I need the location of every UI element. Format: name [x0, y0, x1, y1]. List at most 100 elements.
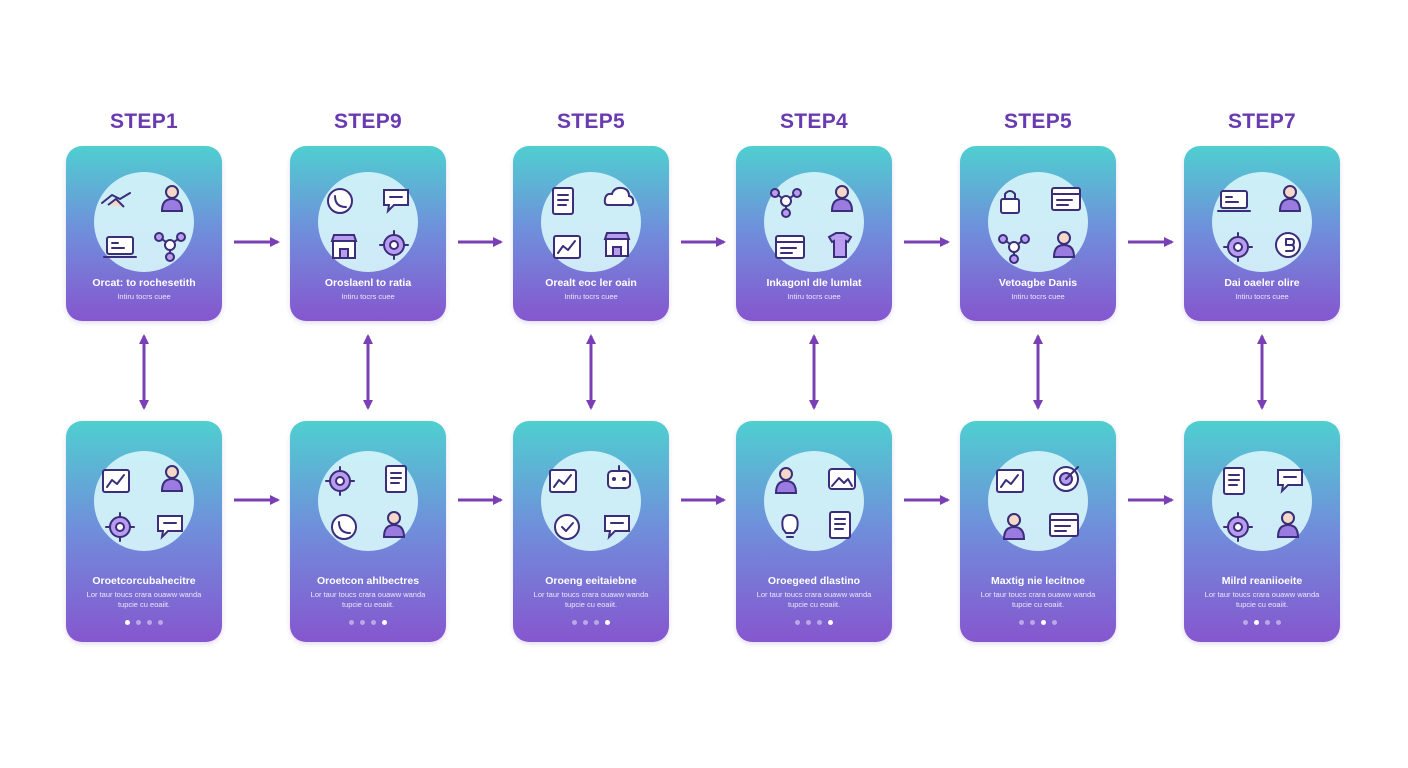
pagination-dot[interactable] — [349, 620, 354, 625]
browser-icon — [775, 235, 805, 259]
pagination-dot[interactable] — [1052, 620, 1057, 625]
image-icon — [828, 468, 856, 490]
pagination-dot[interactable] — [1254, 620, 1259, 625]
person-icon — [774, 467, 798, 494]
pagination-dot[interactable] — [1265, 620, 1270, 625]
pagination-dot[interactable] — [572, 620, 577, 625]
pagination-dots — [290, 620, 446, 625]
card-illustration — [996, 466, 1079, 540]
network-icon — [154, 232, 186, 262]
pagination-dot[interactable] — [382, 620, 387, 625]
chat-icon — [383, 189, 409, 214]
pagination-dots — [736, 620, 892, 625]
pagination-dot[interactable] — [147, 620, 152, 625]
browser-icon — [1049, 513, 1079, 537]
coin-icon — [1275, 232, 1301, 258]
pagination-dots — [513, 620, 669, 625]
pagination-dot[interactable] — [795, 620, 800, 625]
step-label: STEP1 — [109, 110, 179, 133]
browser-icon — [1051, 187, 1081, 211]
card-subtitle: Intiru tocrs cuee — [564, 292, 618, 301]
step-label: STEP9 — [333, 110, 403, 133]
person-icon — [830, 185, 854, 212]
person-icon — [1052, 231, 1076, 258]
network-icon — [770, 188, 802, 218]
pagination-dot[interactable] — [1019, 620, 1024, 625]
pagination-dot[interactable] — [1030, 620, 1035, 625]
pagination-dot[interactable] — [136, 620, 141, 625]
gear-icon — [379, 230, 409, 260]
card-subtitle: Intiru tocrs cuee — [787, 292, 841, 301]
lightbulb-icon — [781, 513, 799, 538]
card-subtitle: Lor taur toucs crara ouaww wanda tupcie … — [980, 590, 1096, 609]
shirt-icon — [827, 232, 853, 258]
check-icon — [554, 514, 580, 540]
card-illustration — [1223, 467, 1303, 542]
card-illustration — [1217, 185, 1302, 262]
card-subtitle: Lor taur toucs crara ouaww wanda tupcie … — [1204, 590, 1320, 609]
pagination-dot[interactable] — [1243, 620, 1248, 625]
gear-icon — [325, 466, 355, 496]
pagination-dot[interactable] — [806, 620, 811, 625]
chart-icon — [996, 469, 1024, 493]
person-icon — [382, 511, 406, 538]
document-icon — [1223, 467, 1245, 495]
pagination-dot[interactable] — [1041, 620, 1046, 625]
gear-icon — [1223, 232, 1253, 262]
card-subtitle: Lor taur toucs crara ouaww wanda tupcie … — [533, 590, 649, 609]
card-illustration — [774, 467, 856, 539]
card-title: Oroegeed dlastino — [767, 575, 861, 587]
step-label: STEP7 — [1227, 110, 1297, 133]
laptop-icon — [103, 236, 137, 258]
chart-icon — [102, 469, 130, 493]
card-subtitle: Intiru tocrs cuee — [117, 292, 171, 301]
pagination-dot[interactable] — [817, 620, 822, 625]
target-icon — [1053, 466, 1079, 492]
card-subtitle: Lor taur toucs crara ouaww wanda tupcie … — [310, 590, 426, 609]
pagination-dot[interactable] — [594, 620, 599, 625]
card-title: Maxtig nie lecitnoe — [991, 575, 1085, 587]
card-title: Oroslaenl to ratia — [324, 277, 412, 289]
pagination-dot[interactable] — [828, 620, 833, 625]
step-label: STEP5 — [1003, 110, 1073, 133]
card-illustration — [549, 465, 631, 540]
card-title: Inkagonl dle lumlat — [766, 277, 862, 289]
chat-icon — [1277, 469, 1303, 494]
pagination-dots — [1184, 620, 1340, 625]
phone-icon — [331, 514, 357, 540]
person-icon — [1002, 513, 1026, 540]
pagination-dot[interactable] — [125, 620, 130, 625]
pagination-dot[interactable] — [360, 620, 365, 625]
card-illustration — [998, 187, 1081, 264]
chart-icon — [549, 469, 577, 493]
pagination-dot[interactable] — [583, 620, 588, 625]
person-icon — [1276, 511, 1300, 538]
card-subtitle: Lor taur toucs crara ouaww wanda tupcie … — [86, 590, 202, 609]
pagination-dot[interactable] — [1276, 620, 1281, 625]
pagination-dot[interactable] — [605, 620, 610, 625]
shop-icon — [330, 234, 358, 259]
lock-icon — [1000, 190, 1020, 214]
shop-icon — [603, 232, 631, 257]
pagination-dot[interactable] — [371, 620, 376, 625]
card-illustration — [552, 186, 635, 259]
card-illustration — [770, 185, 854, 259]
person-icon — [1278, 185, 1302, 212]
pagination-dot[interactable] — [158, 620, 163, 625]
pagination-dots — [66, 620, 222, 625]
